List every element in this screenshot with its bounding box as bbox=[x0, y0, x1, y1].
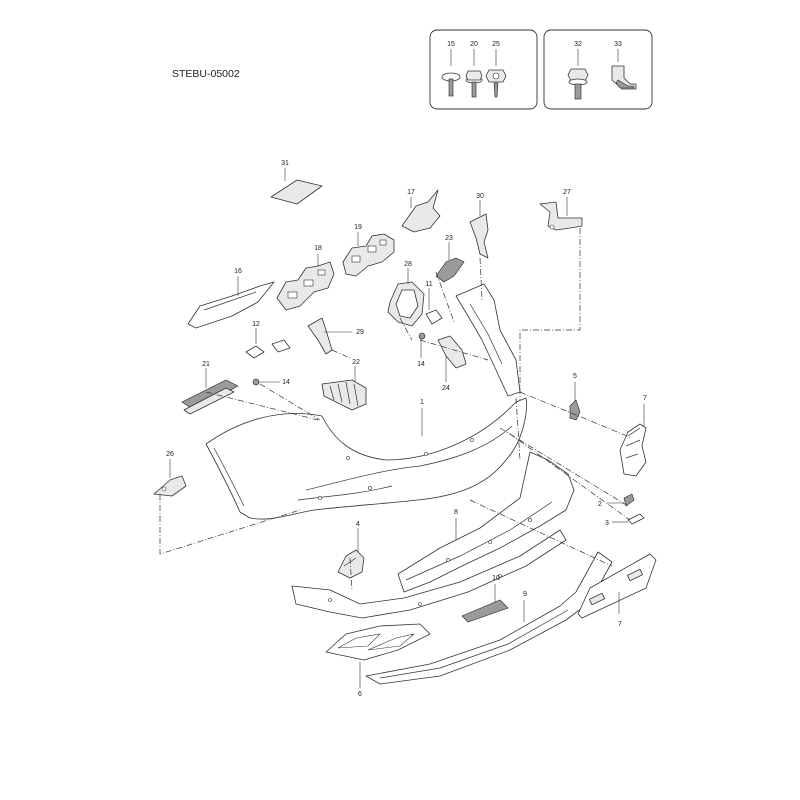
part-10-grille: 10 bbox=[461, 575, 509, 623]
part-31-pad: 31 bbox=[270, 160, 323, 205]
callout-9: 7 bbox=[618, 621, 622, 628]
fascia-side-return bbox=[455, 283, 521, 397]
fastener-label-20: 20 bbox=[470, 41, 478, 48]
part-27-bracket: 27 bbox=[539, 189, 583, 231]
callout-8: 8 bbox=[454, 509, 458, 516]
part-16-strip: 16 bbox=[187, 268, 275, 329]
callout-24: 24 bbox=[442, 385, 450, 392]
part-6-lower-valance: 6 bbox=[325, 623, 431, 698]
part-19-bracket: 19 bbox=[342, 224, 395, 277]
assembly-lines bbox=[159, 228, 633, 591]
part-5-clip: 5 bbox=[569, 373, 581, 421]
part-18-bracket: 18 bbox=[276, 245, 335, 311]
fastener-label-32: 32 bbox=[574, 41, 582, 48]
callout-31: 31 bbox=[281, 160, 289, 167]
callout-7: 7 bbox=[643, 395, 647, 402]
callout-2: 2 bbox=[598, 501, 602, 508]
part-11-trim: 9 bbox=[365, 551, 613, 685]
callout-28: 28 bbox=[404, 261, 412, 268]
hex-bolt-32-icon bbox=[567, 68, 589, 100]
lower-bumper-strip bbox=[291, 529, 567, 619]
callout-4: 4 bbox=[356, 521, 360, 528]
nut-25-icon bbox=[485, 69, 507, 98]
callout-19: 19 bbox=[354, 224, 362, 231]
part-9-side-plate: 7 bbox=[577, 553, 657, 628]
fastener-label-25: 25 bbox=[492, 41, 500, 48]
callout-21: 21 bbox=[202, 361, 210, 368]
callout-11: 9 bbox=[523, 591, 527, 598]
callout-30: 30 bbox=[476, 193, 484, 200]
part-29-bracket: 29 bbox=[307, 317, 364, 355]
part-26-bracket: 26 bbox=[153, 451, 187, 497]
callout-1: 1 bbox=[420, 399, 424, 406]
part-22-bracket: 22 bbox=[321, 359, 367, 411]
part-1-bumper-fascia: 1 bbox=[205, 397, 527, 520]
part-14-clips: 14 14 bbox=[252, 332, 426, 386]
diagram-code: STEBU-05002 bbox=[172, 68, 240, 80]
part-17-bracket: 17 bbox=[401, 189, 441, 233]
part-13-pad: 11 bbox=[425, 281, 443, 325]
callout-3: 3 bbox=[605, 520, 609, 527]
part-2-clip: 2 bbox=[598, 493, 635, 508]
part-7-side-cover: 7 bbox=[619, 395, 647, 477]
part-12-pads: 12 bbox=[245, 321, 291, 359]
callout-14-b: 14 bbox=[417, 361, 425, 368]
callout-14-a: 14 bbox=[282, 379, 290, 386]
callout-29: 29 bbox=[356, 329, 364, 336]
callout-10: 10 bbox=[492, 575, 500, 582]
part-23-clip: 23 bbox=[435, 235, 465, 283]
part-30-bracket: 30 bbox=[469, 193, 489, 259]
flange-bolt-20-icon bbox=[465, 70, 483, 98]
callout-27: 27 bbox=[563, 189, 571, 196]
callout-16: 16 bbox=[234, 268, 242, 275]
part-3-strip: 3 bbox=[605, 513, 645, 527]
bolt-15-icon bbox=[441, 72, 461, 97]
callout-17: 17 bbox=[407, 189, 415, 196]
callout-22: 22 bbox=[352, 359, 360, 366]
part-24-bracket: 24 bbox=[437, 335, 467, 392]
callout-12: 12 bbox=[252, 321, 260, 328]
callout-5: 5 bbox=[573, 373, 577, 380]
fastener-box-b: 32 33 bbox=[543, 29, 653, 110]
part-21-absorber: 21 bbox=[181, 361, 239, 415]
fastener-box-a: 15 20 25 bbox=[429, 29, 538, 110]
push-clip-33-icon bbox=[611, 65, 637, 90]
callout-13: 11 bbox=[425, 281, 432, 288]
fastener-label-15: 15 bbox=[447, 41, 455, 48]
fastener-label-33: 33 bbox=[614, 41, 622, 48]
callout-6: 6 bbox=[358, 691, 362, 698]
callout-18: 18 bbox=[314, 245, 322, 252]
part-8-lower-panel: 8 bbox=[397, 451, 575, 593]
part-28-bracket: 28 bbox=[387, 261, 425, 327]
callout-26: 26 bbox=[166, 451, 174, 458]
callout-23: 23 bbox=[445, 235, 453, 242]
